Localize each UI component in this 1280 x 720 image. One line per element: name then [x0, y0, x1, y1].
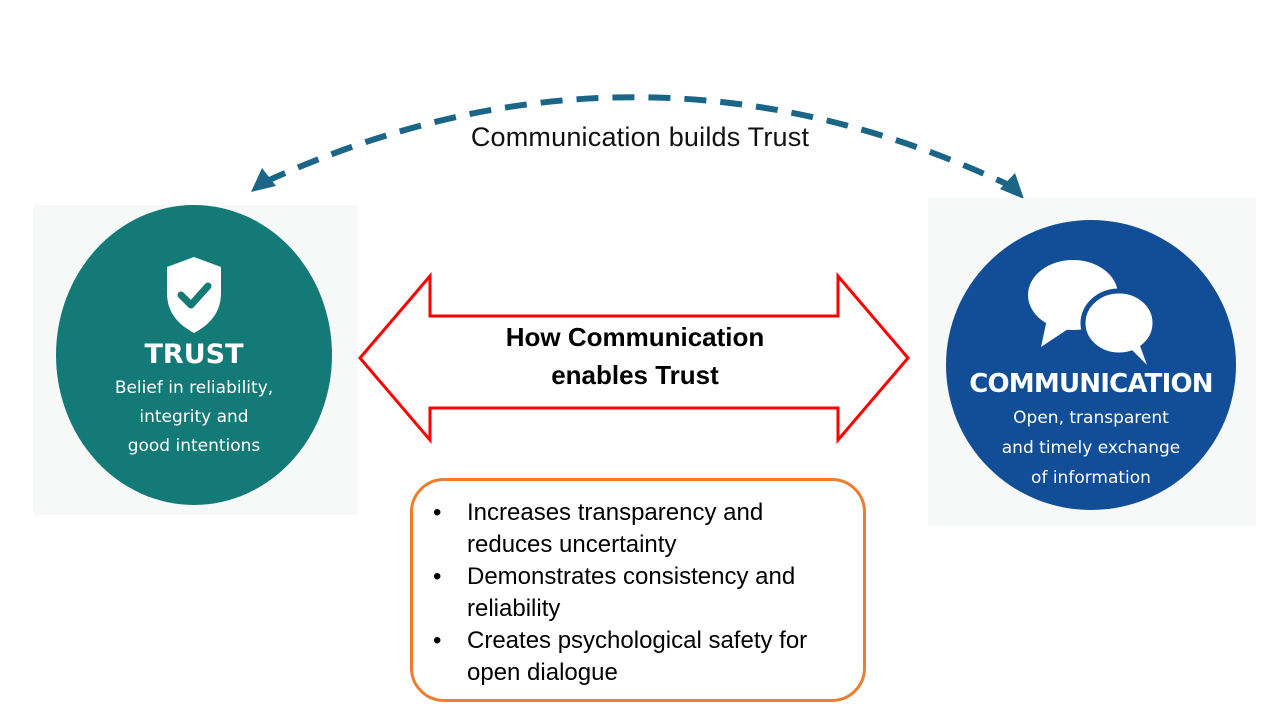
double-arrow-outline [358, 272, 910, 444]
benefit-line: Demonstrates consistency and [467, 563, 796, 590]
benefit-line: Creates psychological safety for [467, 627, 808, 654]
trust-description-line: Belief in reliability, [114, 378, 274, 398]
trust-description-line: integrity and [139, 407, 249, 427]
benefit-line: reliability [467, 595, 561, 622]
bullet-icon: • [433, 627, 442, 654]
benefits-box: • Increases transparency and reduces unc… [410, 478, 866, 702]
communication-description-line: and timely exchange [1001, 438, 1181, 458]
bullet-icon: • [433, 563, 442, 590]
benefit-item: • Demonstrates consistency and reliabili… [431, 561, 863, 625]
communication-description: Open, transparent and timely exchange of… [1002, 403, 1180, 493]
center-arrow-label-line: How Communication [505, 322, 765, 352]
communication-description-line: Open, transparent [1013, 408, 1169, 428]
trust-description-line: good intentions [127, 436, 261, 456]
trust-description: Belief in reliability, integrity and goo… [115, 374, 273, 461]
communication-description-line: of information [1031, 468, 1151, 488]
center-arrow-label-line: enables Trust [551, 360, 719, 390]
arc-arrowhead-right [1000, 173, 1024, 199]
benefits-list: • Increases transparency and reduces unc… [413, 481, 863, 689]
bullet-icon: • [433, 499, 442, 526]
shield-check-icon [165, 255, 223, 335]
benefit-line: open dialogue [467, 659, 618, 686]
trust-circle: TRUST Belief in reliability, integrity a… [56, 205, 332, 505]
trust-title: TRUST [144, 339, 244, 370]
speech-bubbles-icon [1027, 257, 1158, 369]
arc-arrowhead-left [251, 168, 276, 192]
benefit-item: • Creates psychological safety for open … [431, 625, 863, 689]
arc-label: Communication builds Trust [470, 122, 810, 152]
benefit-line: Increases transparency and [467, 499, 764, 526]
communication-circle: COMMUNICATION Open, transparent and time… [946, 220, 1236, 510]
benefit-item: • Increases transparency and reduces unc… [431, 497, 863, 561]
communication-title: COMMUNICATION [969, 369, 1213, 399]
double-headed-arrow [358, 272, 910, 444]
benefit-line: reduces uncertainty [467, 531, 677, 558]
center-arrow-label: How Communication enables Trust [430, 318, 840, 394]
